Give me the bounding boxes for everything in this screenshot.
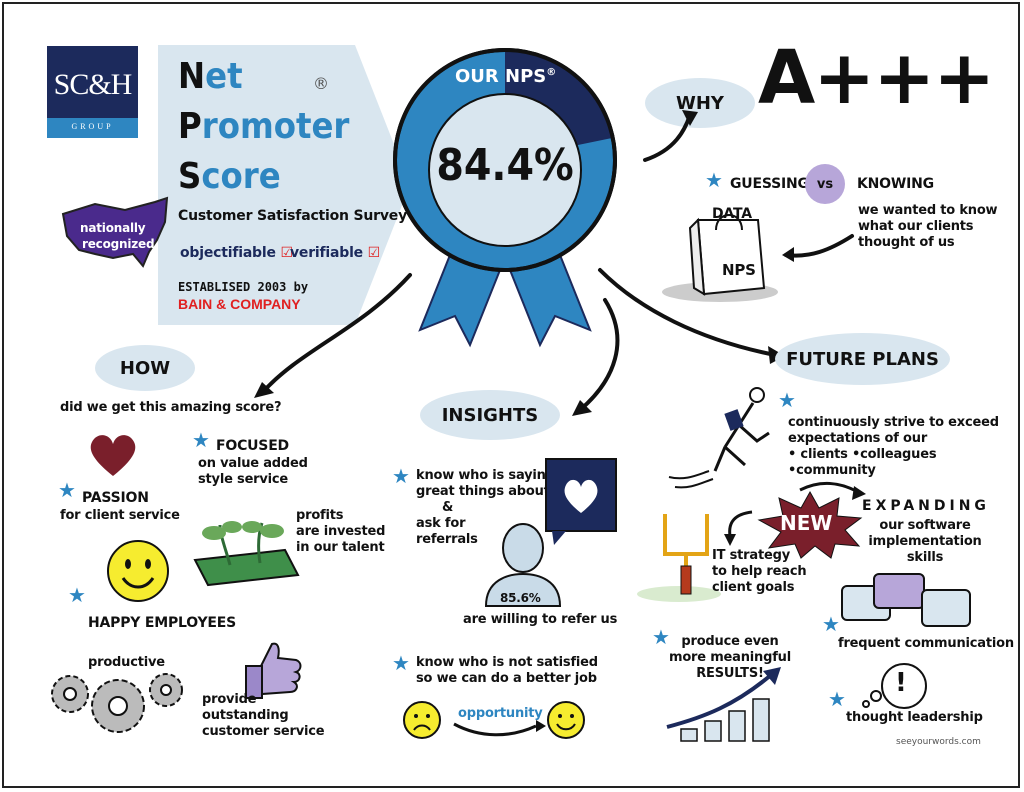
tag-verifiable: verifiable ☑ xyxy=(290,245,381,261)
how-question: did we get this amazing score? xyxy=(60,400,282,415)
star-icon: ★ xyxy=(58,478,76,502)
heart-icon xyxy=(90,435,136,476)
guessing-label: GUESSING xyxy=(730,176,809,192)
nps-value: 84.4% xyxy=(436,140,574,191)
vs-circle: vs xyxy=(805,164,845,204)
bag-data-label: DATA xyxy=(712,206,752,222)
new-burst-badge xyxy=(757,490,863,559)
know-saying-text: know who is saying great things about us… xyxy=(416,468,571,547)
logo-main: SC&H xyxy=(53,68,133,101)
usa-badge-line2: recognized xyxy=(82,237,155,251)
smile-face-icon xyxy=(547,701,585,739)
title-score: Score xyxy=(178,156,281,197)
opportunity-arrow xyxy=(453,720,546,737)
data-bag-icon xyxy=(662,214,778,302)
star-icon: ★ xyxy=(392,651,410,675)
refer-percent: 85.6% xyxy=(500,591,541,605)
credit-text: seeyourwords.com xyxy=(896,737,981,747)
title-subtitle: Customer Satisfaction Survey xyxy=(178,208,407,224)
usa-badge-line1: nationally xyxy=(80,221,146,235)
gears-icon xyxy=(51,673,183,733)
future-plans-bubble: FUTURE PLANS xyxy=(775,333,950,385)
knowing-label: KNOWING xyxy=(857,176,934,192)
title-promoter: Promoter xyxy=(178,106,350,147)
star-icon: ★ xyxy=(192,428,210,452)
star-icon: ★ xyxy=(828,687,846,711)
focused-label: FOCUSED xyxy=(216,438,289,454)
company: BAIN & COMPANY xyxy=(178,296,301,312)
exclamation-mark: ! xyxy=(895,668,907,698)
established: ESTABLISED 2003 by xyxy=(178,280,309,294)
new-label: NEW xyxy=(780,511,833,535)
star-icon: ★ xyxy=(822,612,840,636)
logo-sub: GROUP xyxy=(71,122,114,131)
refer-text: are willing to refer us xyxy=(463,612,618,627)
star-icon: ★ xyxy=(68,583,86,607)
how-bubble: HOW xyxy=(95,345,195,391)
star-icon: ★ xyxy=(778,388,796,412)
opportunity-label: opportunity xyxy=(458,706,543,721)
insights-bubble: INSIGHTS xyxy=(420,390,560,440)
happy-employees-label: HAPPY EMPLOYEES xyxy=(88,615,237,631)
growth-chart-icon xyxy=(666,667,781,742)
person-icon xyxy=(484,523,562,607)
thought-leadership: thought leadership xyxy=(846,710,983,725)
sad-face-icon xyxy=(403,701,441,739)
why-bubble: WHY xyxy=(645,78,755,128)
grade-text: A+++ xyxy=(758,35,995,121)
chat-bubbles-icon xyxy=(841,573,971,627)
ribbon-label: OUR NPS® xyxy=(455,66,557,87)
star-icon: ★ xyxy=(652,625,670,649)
expanding-label: EXPANDING xyxy=(862,498,990,514)
usa-map-icon xyxy=(61,196,169,268)
heart-speech-icon xyxy=(545,458,617,545)
thought-bubble-icon xyxy=(862,663,927,709)
logo: SC&H GROUP xyxy=(47,46,138,138)
productive-label: productive xyxy=(88,655,165,670)
goal-post-icon xyxy=(637,514,721,602)
thumbs-up-icon xyxy=(245,642,302,699)
frequent-communication: frequent communication xyxy=(838,636,1014,651)
happy-face-icon xyxy=(107,540,169,602)
passion-label: PASSION xyxy=(82,490,149,506)
star-icon: ★ xyxy=(392,464,410,488)
tag-objectifiable: objectifiable ☑ xyxy=(180,245,293,261)
bag-nps-label: NPS xyxy=(722,261,756,279)
star-icon: ★ xyxy=(705,168,723,192)
passion-sub: for client service xyxy=(60,508,180,523)
money-plant-icon xyxy=(193,521,300,587)
runner-icon xyxy=(668,387,770,489)
title-registered: ® xyxy=(313,74,329,93)
title-net: Net xyxy=(178,56,243,97)
